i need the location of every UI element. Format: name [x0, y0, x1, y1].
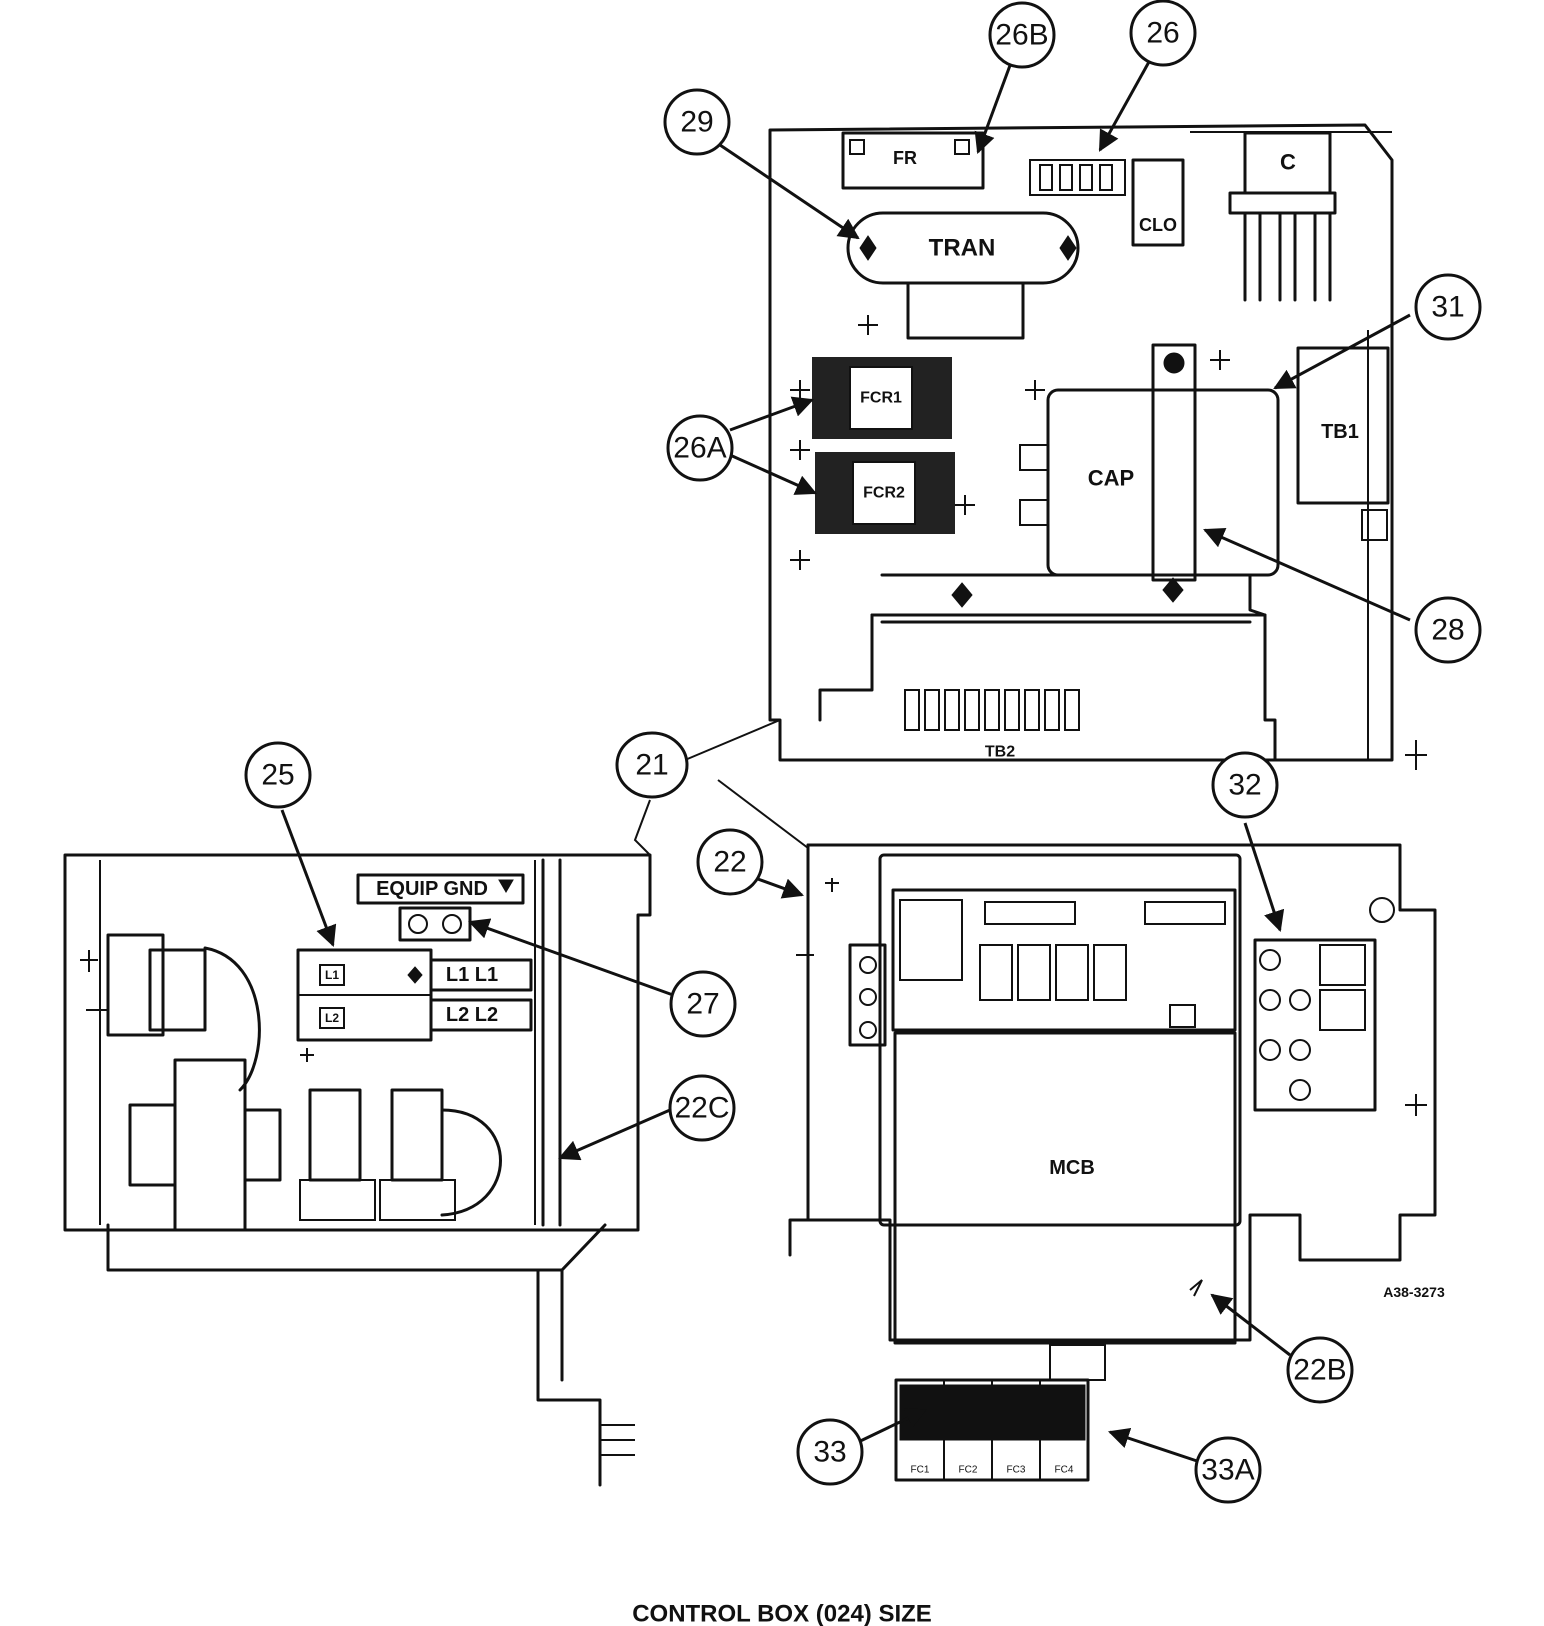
- leader-lines: [280, 59, 1411, 1464]
- c-label: C: [1280, 150, 1296, 175]
- l1-terminals-label: L1 L1: [446, 964, 498, 986]
- mcb-label: MCB: [1049, 1157, 1095, 1179]
- left-components: [80, 933, 502, 1232]
- svg-text:22: 22: [713, 846, 746, 879]
- callout-31: 31: [1414, 273, 1482, 341]
- mounting-screws: [796, 878, 887, 1047]
- l1-box-label: L1: [325, 968, 339, 982]
- callout-26b: 26B: [988, 1, 1056, 69]
- svg-text:29: 29: [680, 106, 713, 139]
- callout-33a: 33A: [1194, 1436, 1262, 1504]
- callout-22b: 22B: [1286, 1336, 1354, 1404]
- transformer: TRAN: [846, 211, 1080, 340]
- fr-label: FR: [893, 148, 917, 168]
- equip-gnd-label-box: EQUIP GND: [356, 873, 525, 905]
- fcr1-label: FCR1: [860, 390, 902, 407]
- callout-26: 26: [1129, 0, 1197, 67]
- relay-row: [899, 899, 1226, 1028]
- fc2-label: FC2: [959, 1465, 978, 1476]
- svg-text:33A: 33A: [1201, 1454, 1254, 1487]
- right-panel: MCB: [788, 843, 1437, 1482]
- fcr2-label: FCR2: [863, 485, 905, 502]
- callout-28: 28: [1414, 596, 1482, 664]
- capacitor: CAP: [1019, 343, 1280, 603]
- svg-text:32: 32: [1228, 769, 1261, 802]
- callout-25: 25: [244, 741, 312, 809]
- svg-text:28: 28: [1431, 614, 1464, 647]
- tran-label: TRAN: [929, 235, 996, 262]
- clo-switch: CLO: [1029, 158, 1185, 247]
- svg-text:26B: 26B: [995, 19, 1048, 52]
- ground-lugs: [398, 906, 472, 942]
- mounting-marks-upper: [790, 315, 1427, 770]
- callout-21: 21: [615, 731, 689, 799]
- svg-text:27: 27: [686, 988, 719, 1021]
- line-terminal-block: L1 L2 L1 L1 L2 L2: [296, 948, 533, 1042]
- contactor-c: C: [1228, 131, 1337, 302]
- svg-text:33: 33: [813, 1436, 846, 1469]
- svg-text:25: 25: [261, 759, 294, 792]
- svg-text:31: 31: [1431, 291, 1464, 324]
- cap-label: CAP: [1088, 466, 1134, 491]
- callout-29: 29: [663, 88, 731, 156]
- fan-coil-terminal-strip: FC1 FC2 FC3 FC4: [894, 1344, 1106, 1482]
- svg-text:21: 21: [635, 749, 668, 782]
- fr-relay: FR: [841, 131, 985, 190]
- svg-text:26: 26: [1146, 17, 1179, 50]
- fc4-label: FC4: [1055, 1465, 1074, 1476]
- fcr1-relay: FCR1: [812, 357, 952, 439]
- drawing-number: A38-3273: [1383, 1284, 1445, 1300]
- callout-32: 32: [1211, 751, 1279, 819]
- callout-27: 27: [669, 970, 737, 1038]
- l2-box-label: L2: [325, 1011, 339, 1025]
- tb2-label: TB2: [985, 744, 1015, 761]
- l2-terminals-label: L2 L2: [446, 1004, 498, 1026]
- callout-22c: 22C: [668, 1074, 736, 1142]
- upper-panel: FR CLO C TRAN: [768, 123, 1427, 770]
- svg-text:26A: 26A: [673, 432, 726, 465]
- callout-26a: 26A: [666, 414, 734, 482]
- left-panel: EQUIP GND L1 L2 L1 L1 L2 L2: [63, 853, 652, 1487]
- clo-label: CLO: [1139, 215, 1177, 235]
- right-contactor: [1253, 897, 1427, 1116]
- svg-text:22B: 22B: [1293, 1354, 1346, 1387]
- fcr2-relay: FCR2: [815, 452, 955, 534]
- callout-22: 22: [696, 828, 764, 896]
- svg-text:22C: 22C: [674, 1092, 729, 1125]
- callout-33: 33: [796, 1418, 864, 1486]
- fc1-label: FC1: [911, 1465, 930, 1476]
- diagram-caption: CONTROL BOX (024) SIZE: [632, 1601, 932, 1626]
- tb2-terminal-block: TB2: [818, 573, 1277, 762]
- equip-gnd-label: EQUIP GND: [376, 878, 488, 900]
- tb1-label: TB1: [1321, 421, 1359, 443]
- fc3-label: FC3: [1007, 1465, 1026, 1476]
- tb1-terminal-block: TB1: [1296, 346, 1390, 541]
